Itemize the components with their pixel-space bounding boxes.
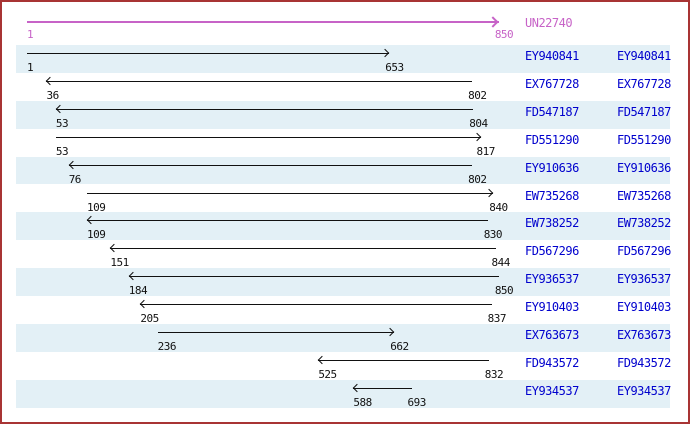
read-arrow-line <box>55 108 474 110</box>
read-arrow-line <box>27 53 390 54</box>
read-arrow-line <box>157 332 395 333</box>
sequence-name-link-right[interactable]: EW738252 <box>617 216 671 231</box>
read-end-coordinate: 830 <box>483 228 503 242</box>
read-end-coordinate: 844 <box>491 256 510 270</box>
read-arrowhead-icon <box>472 132 481 141</box>
read-end-coordinate: 832 <box>484 367 504 381</box>
read-start-coordinate: 76 <box>68 172 82 186</box>
row-stripe-band <box>16 268 670 297</box>
sequence-name-link-right[interactable]: EY910403 <box>617 300 671 315</box>
read-arrow-line <box>318 359 489 361</box>
sequence-name-link-right[interactable]: FD547187 <box>617 104 671 119</box>
sequence-name-link-right[interactable]: FD567296 <box>617 244 671 259</box>
read-start-coordinate: 109 <box>87 228 106 242</box>
read-arrow-line <box>87 192 494 194</box>
sequence-name-link-right[interactable]: EY940841 <box>617 49 671 63</box>
sequence-name-link[interactable]: FD551290 <box>525 132 579 147</box>
read-end-coordinate: 653 <box>385 61 404 74</box>
row-stripe-band <box>16 212 670 241</box>
sequence-name-link-right[interactable]: EY934537 <box>617 383 671 398</box>
sequence-name-link-right[interactable]: EY936537 <box>617 272 671 287</box>
sequence-name-link-right[interactable]: FD943572 <box>617 355 671 370</box>
reference-arrowhead-icon <box>487 16 499 28</box>
read-end-coordinate: 693 <box>407 395 427 409</box>
row-stripe-band <box>16 324 670 352</box>
read-arrowhead-icon <box>46 76 55 86</box>
sequence-name-link-right[interactable]: EX763673 <box>617 328 671 342</box>
read-start-coordinate: 53 <box>55 144 69 158</box>
sequence-name-link[interactable]: EW738252 <box>525 216 579 231</box>
row-stripe-band <box>16 156 670 185</box>
read-end-coordinate: 837 <box>487 312 507 326</box>
read-end-coordinate: 840 <box>489 200 508 214</box>
sequence-name-link[interactable]: EW735268 <box>525 188 579 203</box>
sequence-name-link-right[interactable]: EX767728 <box>617 76 671 91</box>
sequence-name-link[interactable]: EY934537 <box>525 383 579 398</box>
read-arrow-line <box>55 136 481 138</box>
read-end-coordinate: 817 <box>476 144 495 158</box>
read-start-coordinate: 588 <box>353 395 372 409</box>
read-start-coordinate: 151 <box>110 256 129 270</box>
read-start-coordinate: 525 <box>318 367 337 381</box>
sequence-name-link[interactable]: FD547187 <box>525 104 579 119</box>
read-end-coordinate: 662 <box>390 340 409 353</box>
read-start-coordinate: 236 <box>157 340 177 353</box>
sequence-name-link[interactable]: EX763673 <box>525 328 579 342</box>
read-arrowhead-icon <box>318 355 327 365</box>
read-arrow-line <box>110 248 496 250</box>
sequence-name-link[interactable]: EY910636 <box>525 160 579 175</box>
read-end-coordinate: 850 <box>494 284 514 298</box>
sequence-name-link-right[interactable]: EW735268 <box>617 188 671 203</box>
sequence-name-link[interactable]: EY910403 <box>525 300 579 315</box>
read-arrow-line <box>46 80 473 82</box>
sequence-name-link-right[interactable]: EY910636 <box>617 160 671 175</box>
reference-name-label: UN22740 <box>525 16 573 30</box>
sequence-name-link[interactable]: EX767728 <box>525 76 579 91</box>
read-arrowhead-icon <box>110 244 119 253</box>
read-start-coordinate: 205 <box>140 312 159 326</box>
read-start-coordinate: 184 <box>128 284 148 298</box>
reference-arrow-line <box>27 21 499 23</box>
read-arrow-line <box>140 304 492 306</box>
read-arrowhead-icon <box>140 299 149 309</box>
read-end-coordinate: 802 <box>468 172 487 186</box>
reference-end-coordinate: 850 <box>494 28 514 41</box>
sequence-name-link[interactable]: EY940841 <box>525 49 579 63</box>
read-arrow-line <box>68 164 473 166</box>
read-start-coordinate: 109 <box>87 200 106 214</box>
read-arrow-line <box>128 276 499 278</box>
read-arrow-line <box>353 387 412 389</box>
row-stripe-band <box>16 379 670 408</box>
read-end-coordinate: 802 <box>468 88 487 102</box>
read-arrowhead-icon <box>485 188 494 197</box>
read-arrow-line <box>87 220 488 222</box>
read-end-coordinate: 804 <box>469 116 488 130</box>
read-start-coordinate: 53 <box>55 116 69 130</box>
sequence-name-link[interactable]: FD943572 <box>525 355 579 370</box>
sequence-name-link[interactable]: EY936537 <box>525 272 579 287</box>
row-stripe-band <box>16 45 670 73</box>
row-stripe-band <box>16 100 670 129</box>
reference-start-coordinate: 1 <box>27 28 34 41</box>
read-start-coordinate: 1 <box>27 61 34 74</box>
sequence-name-link[interactable]: FD567296 <box>525 244 579 259</box>
read-start-coordinate: 36 <box>46 88 59 102</box>
sequence-name-link-right[interactable]: FD551290 <box>617 132 671 147</box>
